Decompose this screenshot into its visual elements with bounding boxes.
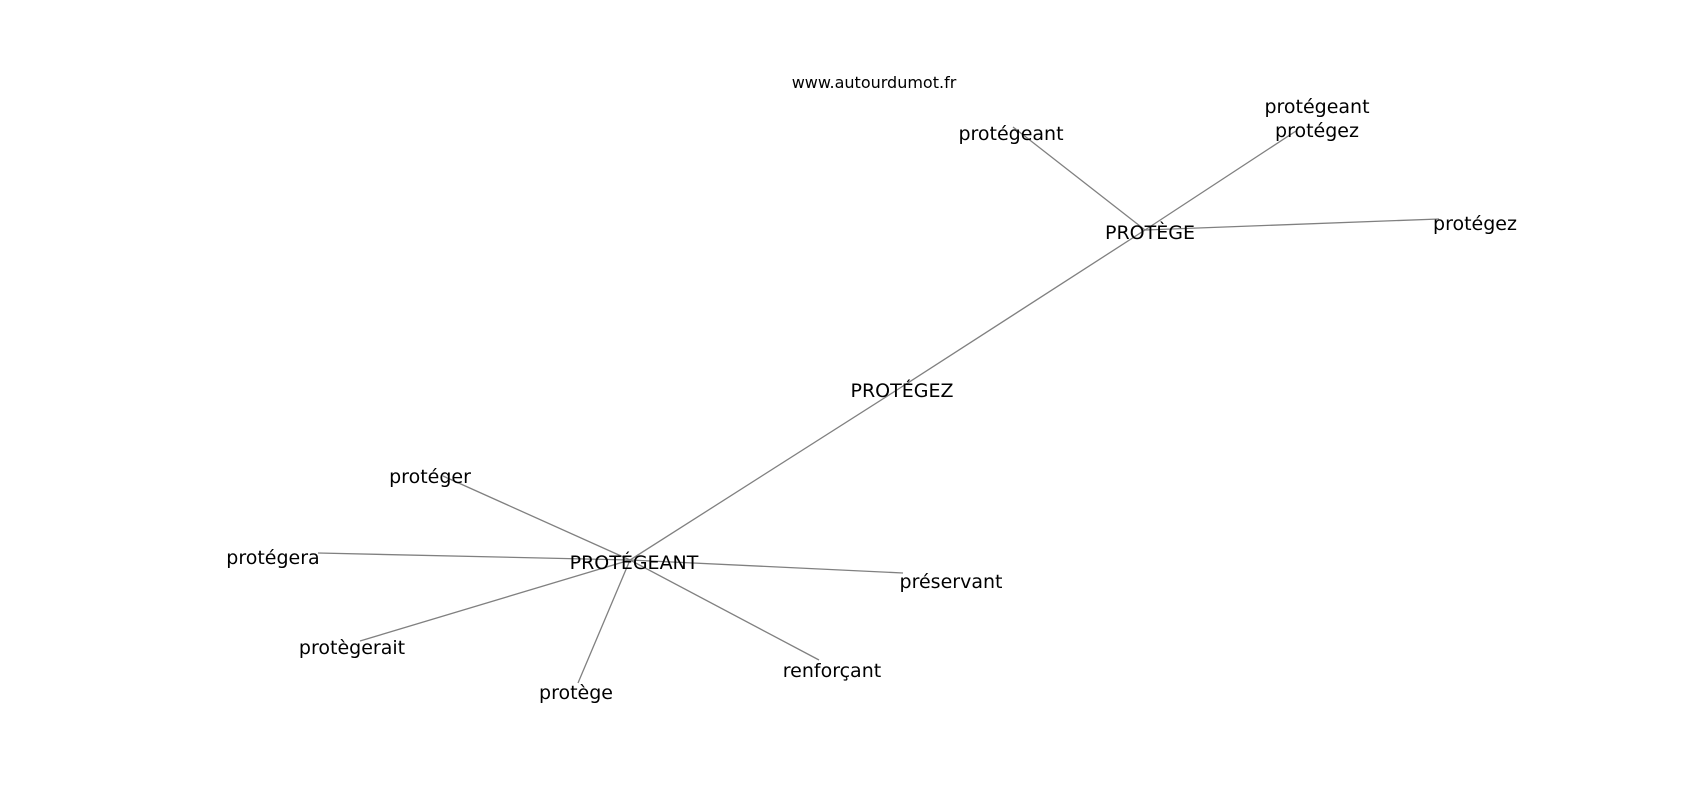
- edge-protegeant_hub-protegerait: [359, 559, 631, 642]
- edge-protegeant_hub-renforcant: [629, 559, 820, 661]
- node-label-protege: protège: [539, 682, 613, 704]
- edge-protegeant_hub-proteger: [442, 475, 631, 561]
- node-label-protege-hub: PROTÈGE: [1105, 221, 1195, 244]
- node-label-protegeant-leaf: protégeant: [958, 123, 1063, 145]
- watermark-text: www.autourdumot.fr: [792, 73, 957, 92]
- node-label-protegerait: protègerait: [299, 637, 405, 659]
- node-label-proteger: protéger: [389, 466, 471, 488]
- node-label-renforcant: renforçant: [783, 660, 881, 682]
- edge-protege_hub-protegeant_leaf: [1012, 126, 1146, 231]
- edge-layer: [317, 126, 1440, 684]
- edge-protegeant_hub-protegera: [317, 552, 631, 561]
- node-label-protegez-hub: PROTÉGEZ: [851, 379, 954, 402]
- edge-protege_hub-protegeant_protegez: [1144, 130, 1297, 231]
- edge-protegeant_hub-protege: [577, 559, 631, 684]
- node-layer: PROTÉGEANT PROTÉGEZ PROTÈGE protéger protége…: [226, 96, 1517, 704]
- edge-protege_hub-protegez_leaf: [1144, 218, 1440, 231]
- node-label-protegez-leaf: protégez: [1433, 213, 1517, 235]
- edge-protegeant_hub-protegez_hub: [629, 387, 901, 561]
- node-label-protegera: protégera: [226, 547, 319, 569]
- node-label-preservant: préservant: [900, 571, 1003, 593]
- node-label-protegeant-hub: PROTÉGEANT: [570, 551, 699, 574]
- edge-protegeant_hub-preservant: [629, 559, 904, 574]
- edge-protegez_hub-protege_hub: [899, 229, 1146, 389]
